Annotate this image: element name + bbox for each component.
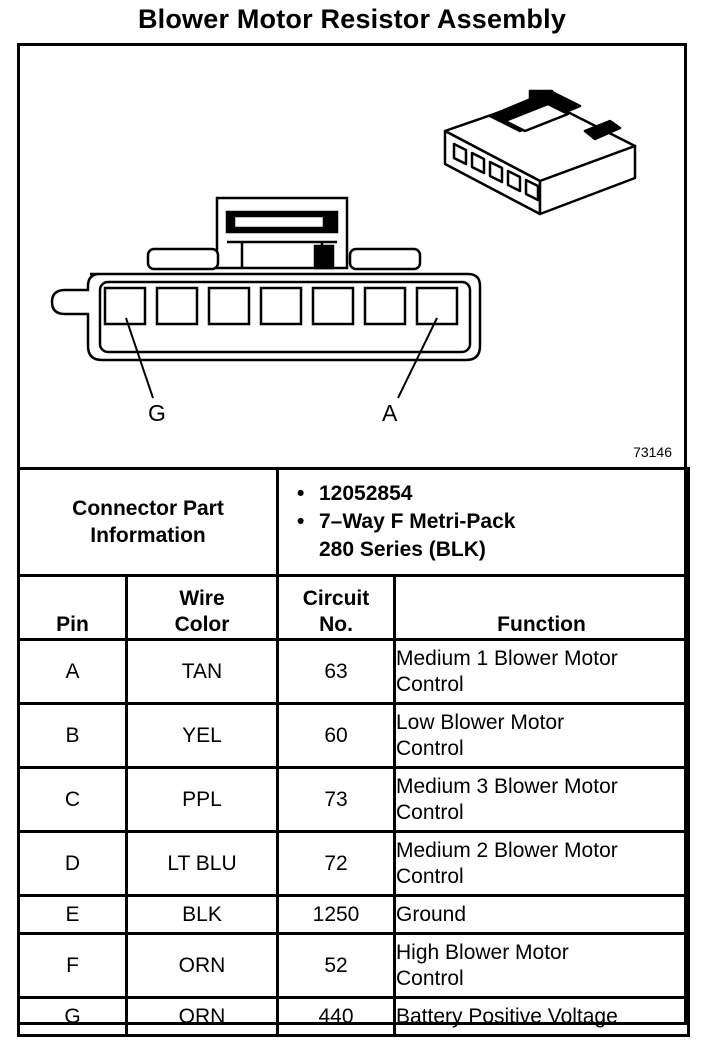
pin-cell: A xyxy=(17,638,128,705)
connector-isometric-sketch xyxy=(443,89,637,216)
wire-color-cell: YEL xyxy=(125,702,279,769)
function-cell: Ground xyxy=(393,894,690,935)
connector-part-values: 12052854 7–Way F Metri-Pack 280 Series (… xyxy=(276,467,690,577)
connector-diagram: G A 73146 xyxy=(20,46,684,467)
diagram-frame: G A 73146 Connector Part Information 120… xyxy=(17,43,690,1037)
header-wire-color: Wire Color xyxy=(125,574,279,641)
pin-cell: D xyxy=(17,830,128,897)
pin-leader-lines xyxy=(125,317,438,399)
connector-part-type: 7–Way F Metri-Pack 280 Series (BLK) xyxy=(297,508,687,564)
pin-cell: B xyxy=(17,702,128,769)
circuit-cell: 63 xyxy=(276,638,396,705)
connector-part-label: Connector Part Information xyxy=(17,467,279,577)
table-row: G ORN 440 Battery Positive Voltage xyxy=(17,996,690,1037)
connector-part-number: 12052854 xyxy=(297,480,687,508)
table-row: D LT BLU 72 Medium 2 Blower Motor Contro… xyxy=(17,830,690,897)
pinout-table: Connector Part Information 12052854 7–Wa… xyxy=(17,467,690,1037)
connector-illustration xyxy=(50,89,637,399)
circuit-cell: 1250 xyxy=(276,894,396,935)
circuit-cell: 72 xyxy=(276,830,396,897)
circuit-cell: 73 xyxy=(276,766,396,833)
pin-cell: F xyxy=(17,932,128,999)
table-row: C PPL 73 Medium 3 Blower Motor Control xyxy=(17,766,690,833)
wire-color-cell: PPL xyxy=(125,766,279,833)
wire-color-cell: BLK xyxy=(125,894,279,935)
pin-cell: E xyxy=(17,894,128,935)
function-cell: Low Blower Motor Control xyxy=(393,702,690,769)
header-circuit-no: Circuit No. xyxy=(276,574,396,641)
header-function: Function xyxy=(393,574,690,641)
circuit-cell: 52 xyxy=(276,932,396,999)
connector-part-row: Connector Part Information 12052854 7–Wa… xyxy=(17,467,690,577)
table-row: B YEL 60 Low Blower Motor Control xyxy=(17,702,690,769)
wire-color-cell: LT BLU xyxy=(125,830,279,897)
table-header-row: Pin Wire Color Circuit No. Function xyxy=(17,574,690,641)
wire-color-cell: TAN xyxy=(125,638,279,705)
function-cell: Medium 1 Blower Motor Control xyxy=(393,638,690,705)
function-cell: Battery Positive Voltage xyxy=(393,996,690,1037)
pin-cell: G xyxy=(17,996,128,1037)
pin-cell: C xyxy=(17,766,128,833)
wire-color-cell: ORN xyxy=(125,932,279,999)
header-pin: Pin xyxy=(17,574,128,641)
connector-latch xyxy=(146,196,422,271)
page-title: Blower Motor Resistor Assembly xyxy=(137,4,567,34)
table-row: E BLK 1250 Ground xyxy=(17,894,690,935)
function-cell: Medium 2 Blower Motor Control xyxy=(393,830,690,897)
terminal-cavities xyxy=(103,286,459,326)
circuit-cell: 60 xyxy=(276,702,396,769)
pin-label-g: G xyxy=(148,400,166,426)
function-cell: High Blower Motor Control xyxy=(393,932,690,999)
table-row: F ORN 52 High Blower Motor Control xyxy=(17,932,690,999)
figure-reference-number: 73146 xyxy=(633,444,672,460)
wire-color-cell: ORN xyxy=(125,996,279,1037)
table-row: A TAN 63 Medium 1 Blower Motor Control xyxy=(17,638,690,705)
circuit-cell: 440 xyxy=(276,996,396,1037)
pin-label-a: A xyxy=(382,400,398,426)
function-cell: Medium 3 Blower Motor Control xyxy=(393,766,690,833)
